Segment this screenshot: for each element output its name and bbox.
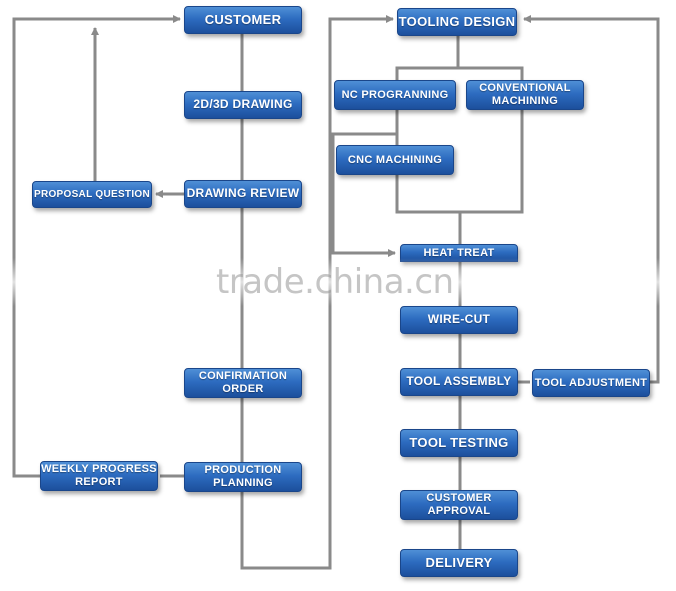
node-heat-treat: HEAT TREAT xyxy=(400,244,518,262)
connector-adjustment-to-tooling xyxy=(523,15,660,384)
node-drawing-review: DRAWING REVIEW xyxy=(184,180,302,208)
node-customer: CUSTOMER xyxy=(184,6,302,34)
node-nc-programming: NC PROGRANNING xyxy=(334,80,456,110)
node-tool-testing: TOOL TESTING xyxy=(400,429,518,457)
node-confirmation-order: CONFIRMATION ORDER xyxy=(184,368,302,398)
node-wire-cut: WIRE-CUT xyxy=(400,306,518,334)
node-conventional-machining: CONVENTIONAL MACHINING xyxy=(466,80,584,110)
node-production-planning: PRODUCTION PLANNING xyxy=(184,462,302,492)
connector-weekly-report-to-customer xyxy=(12,15,181,478)
connector-cnc-to-heat-treat xyxy=(331,132,397,257)
node-proposal-question: PROPOSAL QUESTION xyxy=(32,181,152,208)
node-delivery: DELIVERY xyxy=(400,549,518,577)
node-tool-adjustment: TOOL ADJUSTMENT xyxy=(532,369,650,397)
node-tooling-design: TOOLING DESIGN xyxy=(397,8,517,36)
connector-planning-to-tooling xyxy=(240,15,394,570)
node-customer-approval: CUSTOMER APPROVAL xyxy=(400,490,518,520)
node-tool-assembly: TOOL ASSEMBLY xyxy=(400,368,518,396)
node-cnc-machining: CNC MACHINING xyxy=(336,145,454,175)
node-weekly-progress-report: WEEKLY PROGRESS REPORT xyxy=(40,461,158,491)
node-2d3d-drawing: 2D/3D DRAWING xyxy=(184,91,302,119)
